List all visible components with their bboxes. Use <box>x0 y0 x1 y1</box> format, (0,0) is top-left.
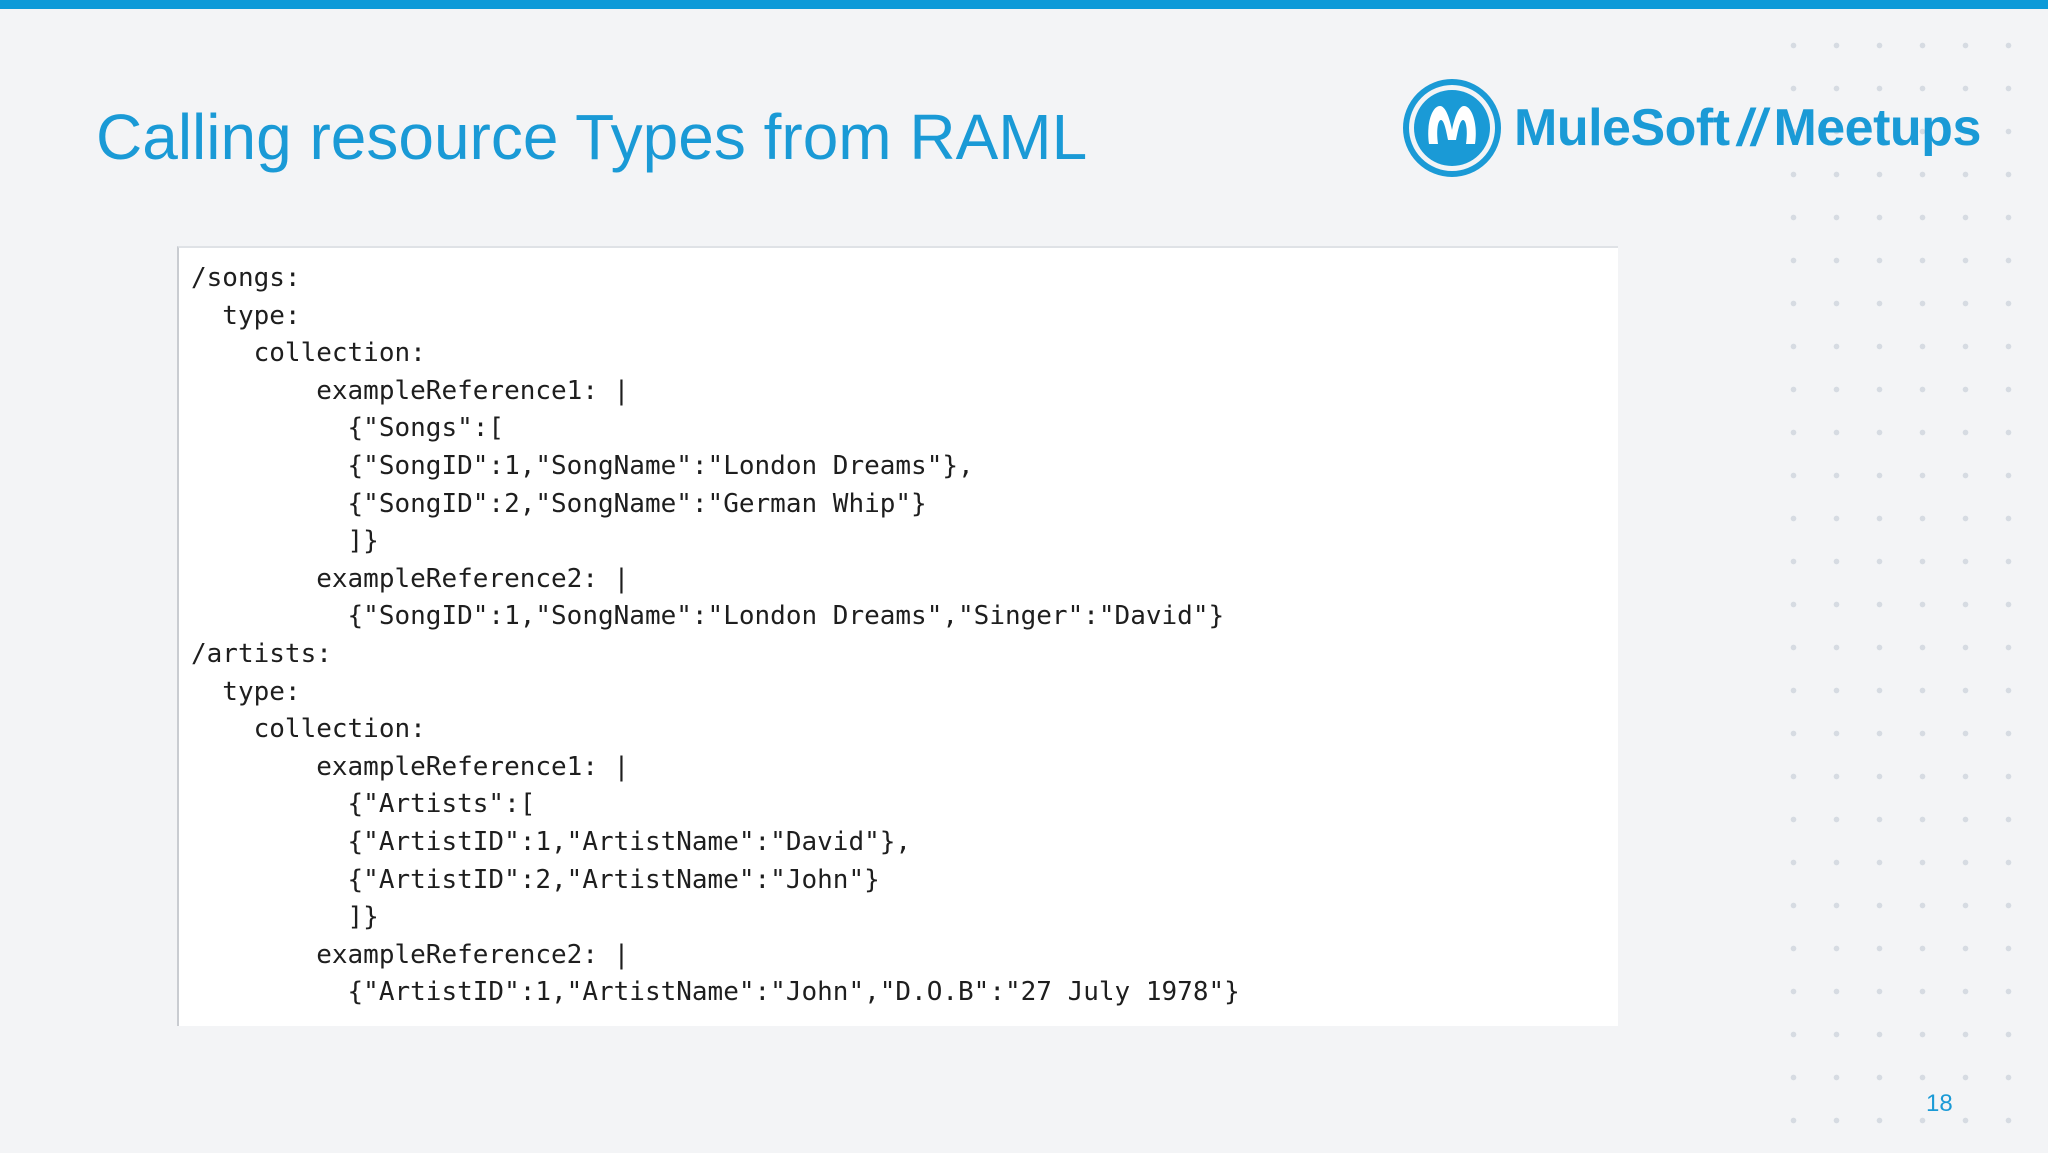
code-line: {"Artists":[ <box>191 789 536 820</box>
logo-separator: // <box>1737 99 1766 157</box>
code-line: collection: <box>191 338 426 369</box>
mulesoft-meetups-logo: MuleSoft//Meetups <box>1402 78 1988 182</box>
code-line: type: <box>191 676 301 707</box>
code-line: {"SongID":2,"SongName":"German Whip"} <box>191 488 927 519</box>
code-line: ]} <box>191 902 379 933</box>
code-lines: /songs: type: collection: exampleReferen… <box>191 260 1240 1012</box>
logo-brand-text: MuleSoft <box>1514 99 1730 157</box>
code-line: {"ArtistID":1,"ArtistName":"David"}, <box>191 826 912 857</box>
code-line: {"SongID":1,"SongName":"London Dreams","… <box>191 601 1225 632</box>
mulesoft-m-icon <box>1403 79 1501 177</box>
code-line: exampleReference1: | <box>191 751 630 782</box>
code-line: exampleReference1: | <box>191 375 630 406</box>
top-accent-bar <box>0 0 2048 9</box>
decorative-dot-grid <box>1772 24 2048 1153</box>
code-line: {"SongID":1,"SongName":"London Dreams"}, <box>191 450 974 481</box>
logo-wordmark: MuleSoft//Meetups <box>1514 98 1981 158</box>
code-line: ]} <box>191 526 379 557</box>
code-line: exampleReference2: | <box>191 939 630 970</box>
code-block: /songs: type: collection: exampleReferen… <box>177 246 1618 1026</box>
code-line: /artists: <box>191 638 332 669</box>
code-line: {"Songs":[ <box>191 413 505 444</box>
code-line: collection: <box>191 714 426 745</box>
code-line: exampleReference2: | <box>191 563 630 594</box>
slide-title: Calling resource Types from RAML <box>96 101 1088 173</box>
code-line: {"ArtistID":2,"ArtistName":"John"} <box>191 864 880 895</box>
page-number: 18 <box>1926 1090 1953 1117</box>
code-line: {"ArtistID":1,"ArtistName":"John","D.O.B… <box>191 977 1240 1008</box>
code-line: type: <box>191 300 301 331</box>
code-line: /songs: <box>191 263 301 293</box>
logo-product-text: Meetups <box>1773 99 1981 157</box>
